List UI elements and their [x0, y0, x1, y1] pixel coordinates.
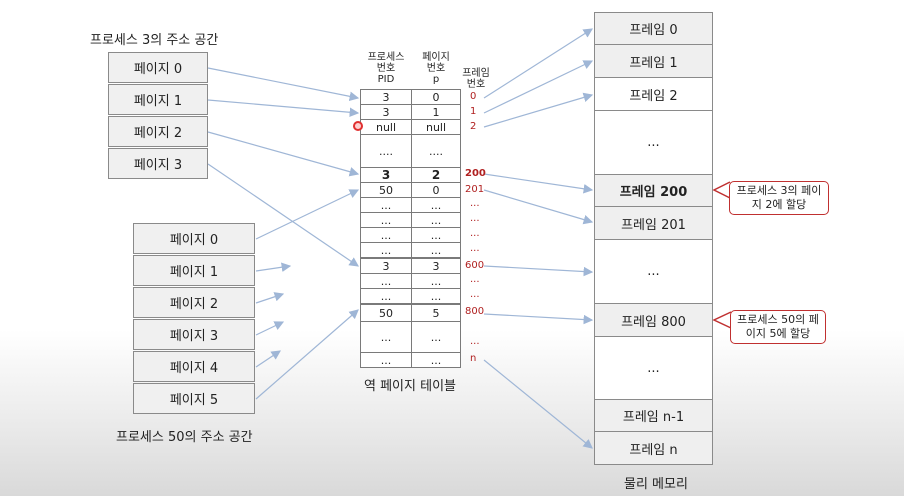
- table-row-13-frame: 800: [465, 306, 485, 317]
- table-row-4-frame: 200: [465, 168, 486, 179]
- table-row-12-page: ...: [411, 288, 461, 304]
- table-row-15-frame: n: [470, 353, 477, 364]
- arrow-frame200: [483, 173, 594, 194]
- table-row-8-frame: ...: [470, 228, 480, 239]
- p3-page-0: 페이지 0: [108, 52, 208, 83]
- table-row-9-frame: ...: [470, 243, 480, 254]
- table-row-7-frame: ...: [470, 213, 480, 224]
- header-frame-line2: 번호: [466, 79, 486, 90]
- arrow-p50-page4: [255, 350, 281, 368]
- p50-page-4: 페이지 4: [133, 351, 255, 382]
- header-frame: 프레임 번호: [456, 68, 496, 90]
- arrow-p3-page2: [207, 131, 360, 177]
- arrow-p50-page0: [255, 189, 360, 240]
- table-row-11-frame: ...: [470, 274, 480, 285]
- frame-800: 프레임 800: [594, 303, 713, 337]
- header-pid-line1: 프로세스: [367, 52, 405, 63]
- table-row-0-frame: 0: [470, 91, 477, 102]
- p50-page-0: 페이지 0: [133, 223, 255, 254]
- header-page-line1: 페이지: [422, 52, 450, 63]
- table-row-6-frame: ...: [470, 198, 480, 209]
- table-caption: 역 페이지 테이블: [364, 379, 456, 394]
- arrow-p3-page0: [207, 67, 360, 102]
- table-row-15-page: ...: [411, 352, 461, 368]
- table-row-5-frame: 201: [465, 184, 485, 195]
- table-row-14-frame: ...: [470, 336, 480, 347]
- table-row-10-frame: 600: [465, 260, 485, 271]
- process50-caption: 프로세스 50의 주소 공간: [116, 430, 253, 445]
- memory-caption: 물리 메모리: [624, 477, 688, 492]
- header-pid: 프로세스 번호 PID: [360, 52, 412, 85]
- table-row-12-frame: ...: [470, 289, 480, 300]
- header-frame-line1: 프레임: [462, 68, 490, 79]
- arrow-frame2: [483, 92, 594, 128]
- arrow-p3-page1: [207, 99, 360, 118]
- table-row-11-page: ...: [411, 273, 461, 289]
- callout-frame200: 프로세스 3의 페이지 2에 할당: [729, 181, 829, 215]
- p50-page-5: 페이지 5: [133, 383, 255, 414]
- table-row-3-pid: ....: [360, 134, 412, 168]
- arrow-framen: [483, 359, 593, 449]
- arrow-frame0: [483, 28, 594, 99]
- p50-page-1: 페이지 1: [133, 255, 255, 286]
- table-row-14-page: ...: [411, 321, 461, 353]
- frame-n-minus-1: 프레임 n-1: [594, 399, 713, 432]
- pointer-dot-icon: [353, 121, 363, 131]
- frame-gap-2: ...: [594, 239, 713, 304]
- frame-n: 프레임 n: [594, 431, 713, 465]
- header-pid-line2: 번호: [376, 63, 396, 74]
- process3-caption: 프로세스 3의 주소 공간: [90, 33, 219, 48]
- arrow-p50-page3: [255, 321, 285, 336]
- frame-gap-3: ...: [594, 336, 713, 400]
- frame-1: 프레임 1: [594, 44, 713, 78]
- table-row-1-frame: 1: [470, 106, 477, 117]
- arrow-p50-page1: [255, 262, 292, 272]
- p3-page-3: 페이지 3: [108, 148, 208, 179]
- p3-page-1: 페이지 1: [108, 84, 208, 115]
- arrow-p3-page3: [207, 163, 359, 267]
- table-row-15-pid: ...: [360, 352, 412, 368]
- header-pid-line3: PID: [377, 74, 395, 85]
- p50-page-3: 페이지 3: [133, 319, 255, 350]
- table-row-9-page: ...: [411, 242, 461, 258]
- arrow-p50-page2: [255, 292, 285, 304]
- arrow-frame1: [483, 60, 594, 114]
- table-row-2-page: null: [411, 119, 461, 135]
- header-page: 페이지 번호 p: [412, 52, 460, 85]
- frame-0: 프레임 0: [594, 12, 713, 45]
- p3-page-2: 페이지 2: [108, 116, 208, 147]
- p50-page-2: 페이지 2: [133, 287, 255, 318]
- table-row-2-frame: 2: [470, 121, 477, 132]
- header-page-line3: p: [432, 74, 440, 85]
- arrow-frame600: [483, 265, 594, 277]
- frame-200: 프레임 200: [594, 174, 713, 207]
- header-page-line2: 번호: [426, 63, 446, 74]
- table-row-12-pid: ...: [360, 288, 412, 304]
- arrow-frame201: [483, 189, 594, 225]
- frame-201: 프레임 201: [594, 206, 713, 240]
- arrow-frame800: [483, 313, 594, 325]
- table-row-3-page: ....: [411, 134, 461, 168]
- arrow-p50-page5: [255, 309, 359, 400]
- callout-frame800: 프로세스 50의 페이지 5에 할당: [730, 310, 826, 344]
